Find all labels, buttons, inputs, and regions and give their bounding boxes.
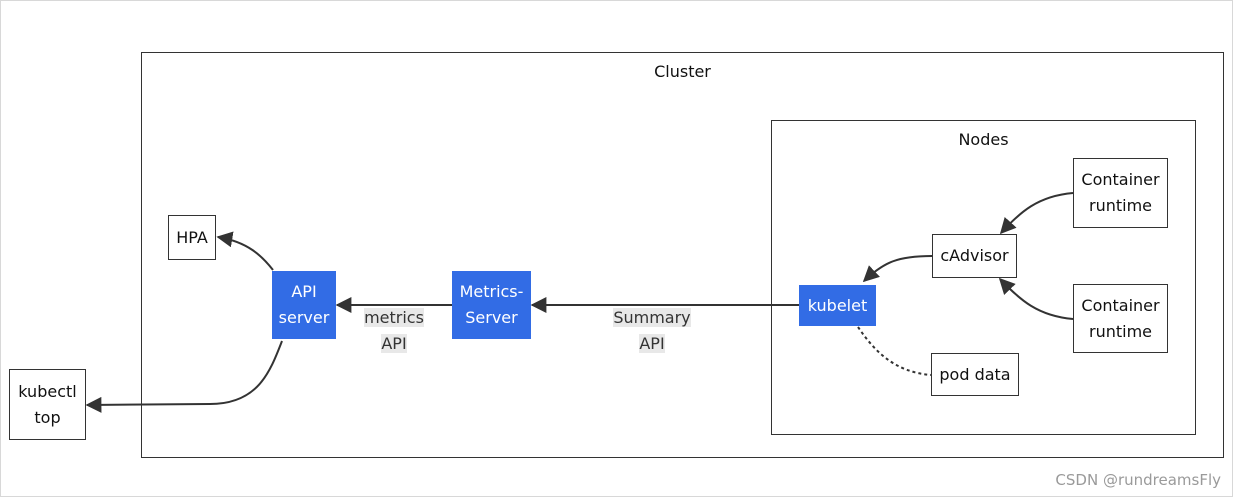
watermark: CSDN @rundreamsFly	[1055, 471, 1221, 489]
node-cadvisor[interactable]: cAdvisor	[932, 234, 1017, 278]
node-container-runtime-1[interactable]: Container runtime	[1073, 158, 1168, 228]
edge-cadvisor-to-kubelet	[862, 255, 933, 283]
node-kubectl-top[interactable]: kubectl top	[9, 369, 86, 440]
edge-api-server-to-hpa	[216, 231, 274, 271]
edge-label-metrics-api: metrics API	[364, 308, 424, 353]
cluster-title: Cluster	[654, 62, 711, 81]
edge-label-summary-api: Summary API	[613, 308, 691, 353]
nodes-group-title: Nodes	[958, 130, 1009, 149]
edge-container-runtime-1-to-cadvisor	[999, 192, 1074, 235]
node-container-runtime-2[interactable]: Container runtime	[1073, 284, 1168, 353]
edge-api-server-to-kubectl-top	[85, 340, 283, 413]
node-kubelet[interactable]: kubelet	[799, 285, 876, 326]
edge-container-runtime-2-to-cadvisor	[998, 277, 1074, 320]
node-hpa[interactable]: HPA	[168, 215, 216, 260]
edge-kubelet-to-pod-data	[857, 326, 932, 376]
node-metrics-server[interactable]: Metrics- Server	[452, 271, 531, 339]
node-api-server[interactable]: API server	[272, 271, 336, 339]
node-pod-data[interactable]: pod data	[931, 353, 1019, 396]
